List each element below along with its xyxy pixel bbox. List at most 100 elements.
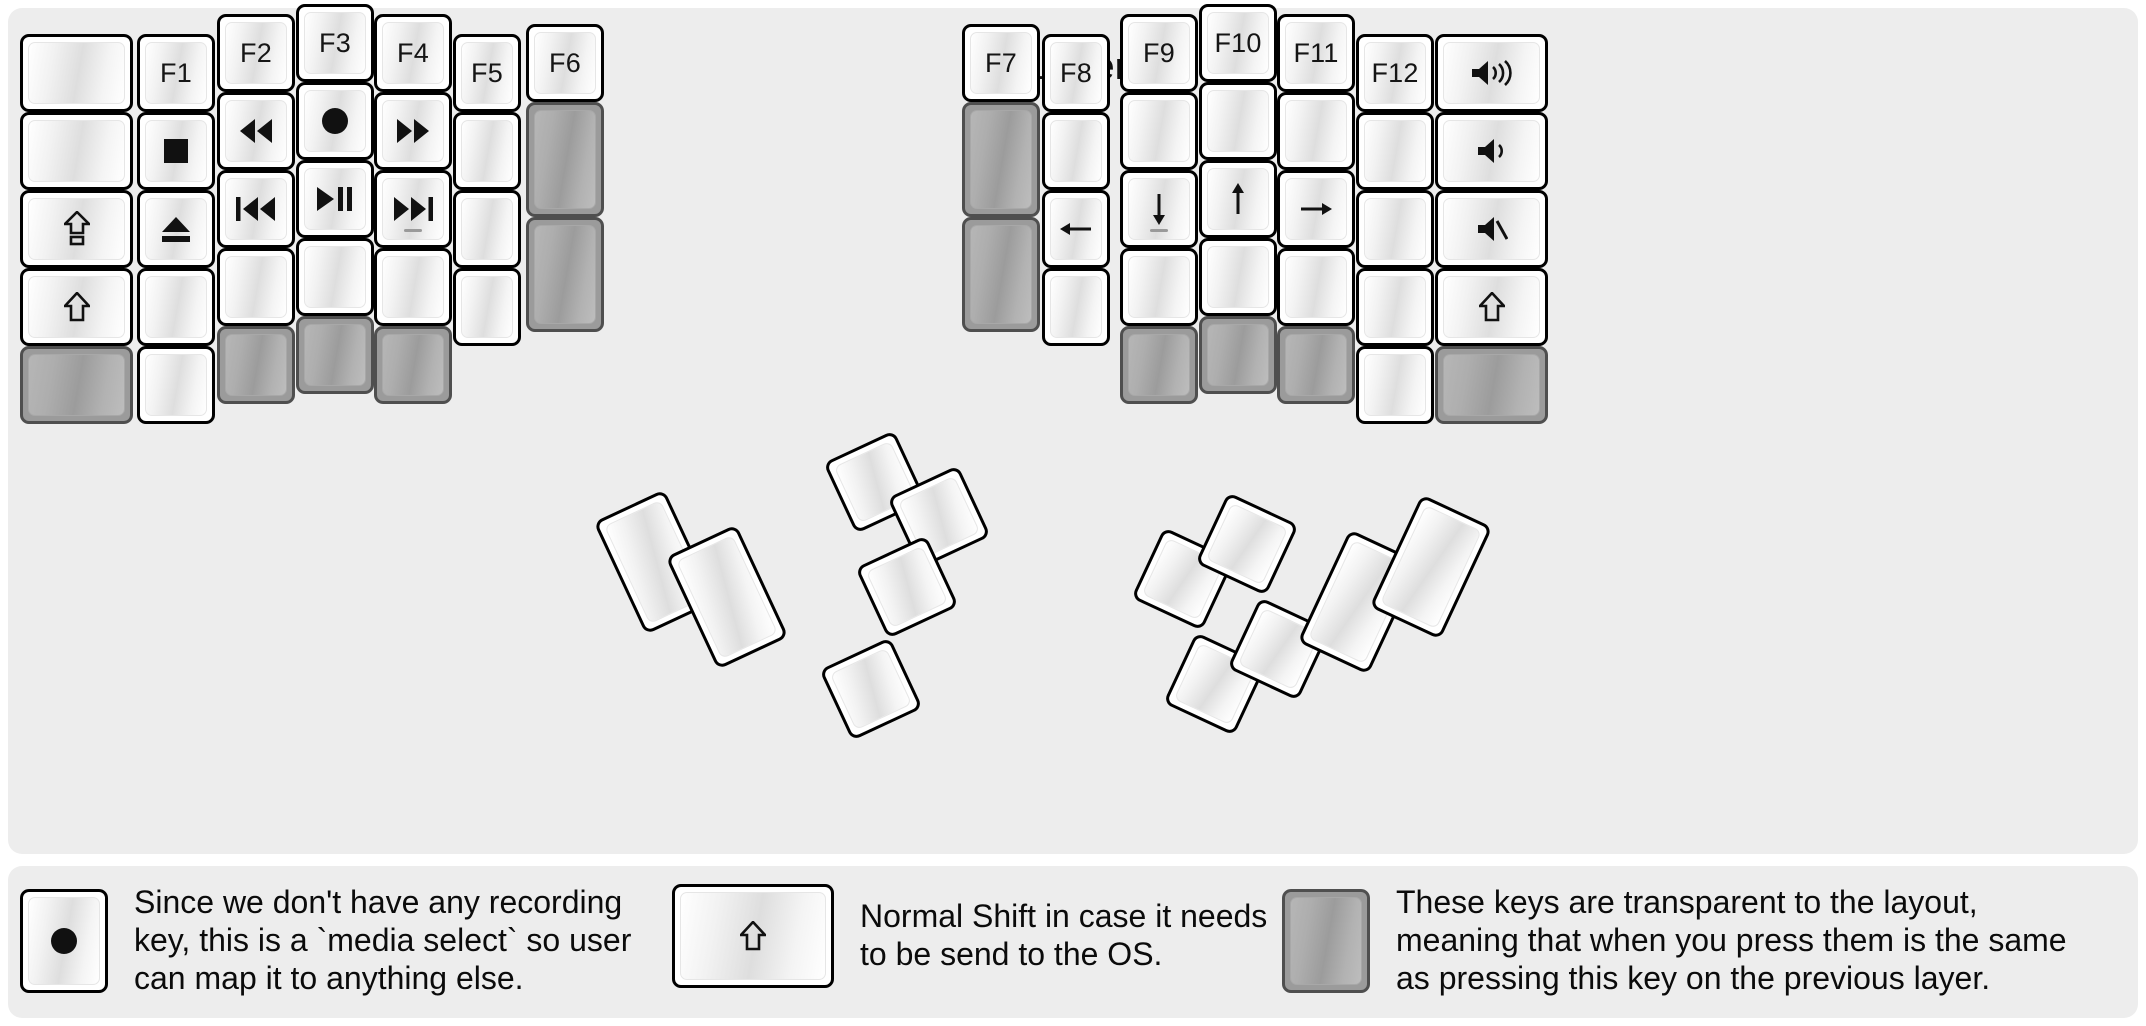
key-left-col-index-r3[interactable] <box>374 170 452 248</box>
key-left-col-ring-r3[interactable] <box>217 170 295 248</box>
key-label: F3 <box>319 27 351 58</box>
legend-key-2 <box>672 884 834 988</box>
key-cap <box>1364 276 1426 338</box>
legend-text-3: These keys are transparent to the layout… <box>1396 884 2067 996</box>
key-right-col-middle-r1[interactable]: F10 <box>1199 4 1277 82</box>
key-right-col-inner-r3[interactable] <box>962 217 1040 332</box>
key-cap <box>1207 168 1269 230</box>
key-cap <box>1128 256 1190 318</box>
key-cap <box>1285 178 1347 240</box>
key-left-col-index-inner-r4[interactable] <box>453 268 521 346</box>
key-right-col-inner-r2[interactable] <box>962 102 1040 217</box>
media-eject-icon <box>161 215 191 243</box>
key-right-col-ring-r5[interactable] <box>1277 326 1355 404</box>
key-left-col-pinky-r2[interactable] <box>137 112 215 190</box>
key-cap: F9 <box>1128 22 1190 84</box>
key-right-col-middle-r2[interactable] <box>1199 82 1277 160</box>
key-right-col-middle-r4[interactable] <box>1199 238 1277 316</box>
key-left-col-pinky-r1[interactable]: F1 <box>137 34 215 112</box>
key-right-col-pinky-outer-r4[interactable] <box>1435 268 1548 346</box>
key-cap <box>534 225 596 324</box>
key-right-col-pinky-r3[interactable] <box>1356 190 1434 268</box>
key-right-col-index-inner-r1[interactable]: F8 <box>1042 34 1110 112</box>
key-right-col-pinky-r2[interactable] <box>1356 112 1434 190</box>
key-cap: F4 <box>382 22 444 84</box>
key-left-col-inner-r3[interactable] <box>526 217 604 332</box>
key-left-col-middle-r3[interactable] <box>296 160 374 238</box>
volume-up-icon <box>1470 59 1514 87</box>
key-cap <box>461 198 513 260</box>
key-left-col-pinky-r4[interactable] <box>137 268 215 346</box>
key-left-col-pinky-outer-r5[interactable] <box>20 346 133 424</box>
key-cap <box>461 276 513 338</box>
key-cap <box>461 120 513 182</box>
key-right-col-ring-r1[interactable]: F11 <box>1277 14 1355 92</box>
key-left-col-ring-r4[interactable] <box>217 248 295 326</box>
key-cap <box>1285 334 1347 396</box>
key-cap <box>225 334 287 396</box>
key-right-col-pinky-outer-r1[interactable] <box>1435 34 1548 112</box>
key-cap: F3 <box>304 12 366 74</box>
key-right-col-middle-r5[interactable] <box>1199 316 1277 394</box>
key-cap <box>28 354 125 416</box>
key-right-col-index-r4[interactable] <box>1120 248 1198 326</box>
key-left-col-middle-r1[interactable]: F3 <box>296 4 374 82</box>
key-right-col-index-r3[interactable] <box>1120 170 1198 248</box>
key-right-col-index-r2[interactable] <box>1120 92 1198 170</box>
key-left-col-ring-r1[interactable]: F2 <box>217 14 295 92</box>
key-label: F1 <box>160 57 192 88</box>
key-label: F11 <box>1293 37 1339 68</box>
key-left-col-index-inner-r1[interactable]: F5 <box>453 34 521 112</box>
shift-arrow-icon <box>63 292 90 322</box>
key-right-col-index-r5[interactable] <box>1120 326 1198 404</box>
key-cap <box>680 892 826 980</box>
key-left-col-pinky-r5[interactable] <box>137 346 215 424</box>
key-left-col-pinky-outer-r2[interactable] <box>20 112 133 190</box>
key-left-col-pinky-r3[interactable] <box>137 190 215 268</box>
key-cap <box>970 110 1032 209</box>
key-cap <box>970 225 1032 324</box>
key-left-col-index-r1[interactable]: F4 <box>374 14 452 92</box>
key-right-col-ring-r4[interactable] <box>1277 248 1355 326</box>
key-left-col-pinky-outer-r1[interactable] <box>20 34 133 112</box>
media-stop-icon <box>163 138 189 164</box>
key-left-col-index-inner-r2[interactable] <box>453 112 521 190</box>
key-right-col-index-inner-r4[interactable] <box>1042 268 1110 346</box>
key-left-col-pinky-outer-r3[interactable] <box>20 190 133 268</box>
key-label: F10 <box>1214 27 1262 58</box>
key-right-col-pinky-r5[interactable] <box>1356 346 1434 424</box>
key-left-col-index-r5[interactable] <box>374 326 452 404</box>
key-right-col-pinky-outer-r2[interactable] <box>1435 112 1548 190</box>
key-left-col-index-inner-r3[interactable] <box>453 190 521 268</box>
key-cap <box>382 334 444 396</box>
key-left-col-index-r4[interactable] <box>374 248 452 326</box>
key-cap: F6 <box>534 32 596 94</box>
key-left-col-middle-r2[interactable] <box>296 82 374 160</box>
key-right-col-index-inner-r2[interactable] <box>1042 112 1110 190</box>
media-record-icon <box>320 106 350 136</box>
key-cap <box>382 100 444 162</box>
key-left-col-middle-r5[interactable] <box>296 316 374 394</box>
key-right-col-ring-r2[interactable] <box>1277 92 1355 170</box>
key-cap: F2 <box>225 22 287 84</box>
key-cap: F8 <box>1050 42 1102 104</box>
key-right-col-inner-r1[interactable]: F7 <box>962 24 1040 102</box>
key-right-col-pinky-outer-r5[interactable] <box>1435 346 1548 424</box>
key-right-col-middle-r3[interactable] <box>1199 160 1277 238</box>
key-left-col-middle-r4[interactable] <box>296 238 374 316</box>
key-cap: F12 <box>1364 42 1426 104</box>
key-left-col-ring-r5[interactable] <box>217 326 295 404</box>
key-right-col-pinky-r1[interactable]: F12 <box>1356 34 1434 112</box>
key-left-col-inner-r2[interactable] <box>526 102 604 217</box>
key-cap <box>304 90 366 152</box>
key-right-col-ring-r3[interactable] <box>1277 170 1355 248</box>
key-left-col-pinky-outer-r4[interactable] <box>20 268 133 346</box>
key-right-col-index-inner-r3[interactable] <box>1042 190 1110 268</box>
key-right-col-pinky-r4[interactable] <box>1356 268 1434 346</box>
key-left-col-index-r2[interactable] <box>374 92 452 170</box>
key-left-col-inner-r1[interactable]: F6 <box>526 24 604 102</box>
key-right-col-pinky-outer-r3[interactable] <box>1435 190 1548 268</box>
key-right-col-index-r1[interactable]: F9 <box>1120 14 1198 92</box>
legend-key-1 <box>20 888 108 993</box>
key-left-col-ring-r2[interactable] <box>217 92 295 170</box>
